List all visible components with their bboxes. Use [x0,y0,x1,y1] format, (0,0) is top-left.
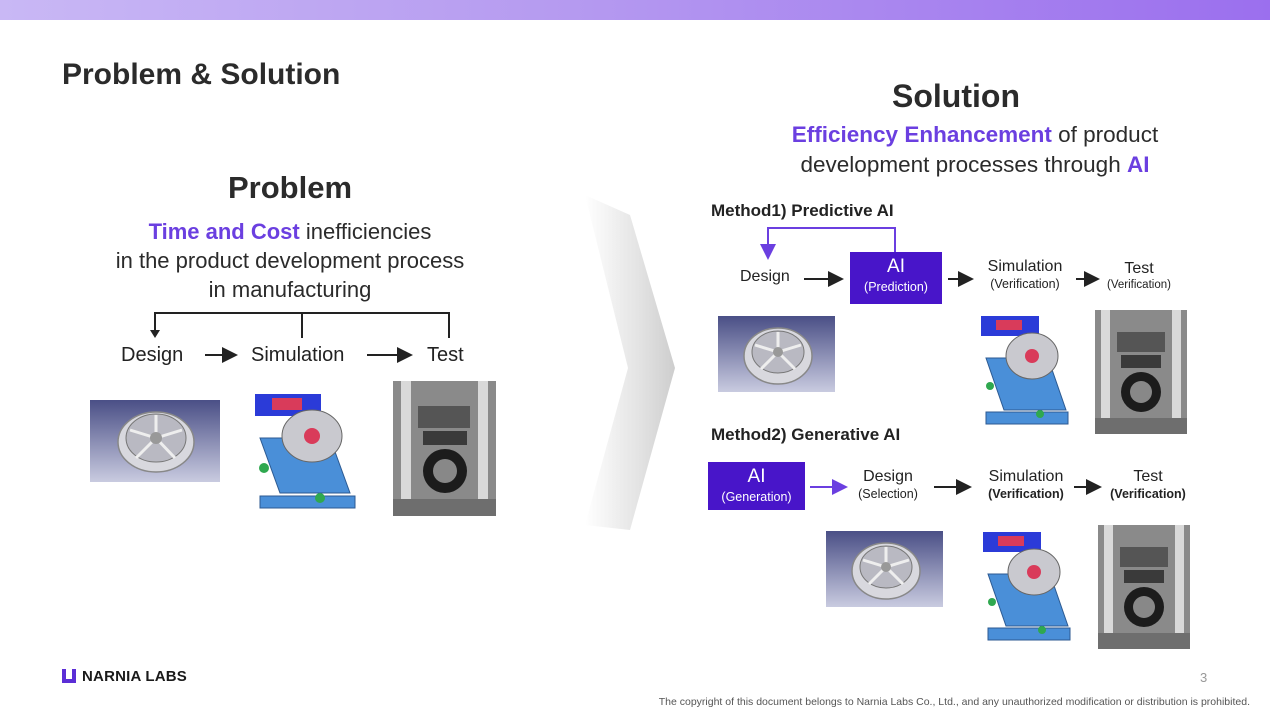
solution-line1: of product [1051,122,1159,147]
method2-simulation: Simulation (Verification) [978,468,1074,501]
method2-ai-label: AI [747,466,766,487]
method1-ai-sublabel: (Prediction) [864,280,928,294]
simulation-rig-image [255,394,356,509]
copyright-notice: The copyright of this document belongs t… [658,696,1250,708]
problem-line3: in manufacturing [208,277,372,302]
page-title: Problem & Solution [62,58,341,91]
company-logo: NARNIA LABS [62,668,187,685]
solution-ai-highlight: AI [1126,152,1150,177]
method2-design-label: Design [863,468,913,485]
problem-flow-test: Test [427,344,464,366]
problem-line2: in the product development process [115,248,465,273]
method1-title: Method1) Predictive AI [711,201,894,220]
solution-highlight: Efficiency Enhancement [791,122,1052,147]
method2-test-sublabel: (Verification) [1110,487,1186,501]
method1-ai-label: AI [887,256,905,277]
method2-test: Test (Verification) [1104,468,1192,501]
method2-test-machine-image [1098,525,1190,649]
problem-line1: inefficiencies [299,219,432,244]
feedback-loop-arrow [760,227,896,260]
method1-test: Test (Verification) [1100,260,1178,291]
method1-simulation-rig-image [981,316,1069,425]
method2-simulation-rig-image [983,532,1071,641]
method2-wheel-cad-image [826,531,943,607]
top-gradient-bar [0,0,1270,20]
method2-test-label: Test [1133,468,1163,485]
method1-sim-sublabel: (Verification) [990,277,1060,291]
method1-ai-box: AI (Prediction) [850,252,942,304]
method2-sim-sublabel: (Verification) [988,487,1064,501]
method1-test-sublabel: (Verification) [1107,279,1171,291]
method1-test-machine-image [1095,310,1187,434]
problem-description: Time and Cost inefficiencies in the prod… [60,217,520,304]
method1-test-label: Test [1124,260,1154,277]
method2-sim-label: Simulation [988,468,1064,485]
method1-design: Design [740,268,790,286]
problem-highlight: Time and Cost [148,219,300,244]
test-machine-image [393,381,496,516]
method2-ai-sublabel: (Generation) [721,490,792,504]
method2-design: Design (Selection) [848,468,928,501]
chevron-arrow [585,195,675,530]
logo-text: NARNIA LABS [82,668,187,685]
page-number: 3 [1200,670,1208,685]
method1-wheel-cad-image [718,316,835,392]
problem-flow-simulation: Simulation [251,344,345,366]
method2-design-sublabel: (Selection) [858,487,918,501]
solution-line2: development processes through [800,152,1127,177]
logo-mark-icon [62,669,76,683]
problem-title: Problem [227,170,353,205]
method1-simulation: Simulation (Verification) [980,258,1070,291]
method1-sim-label: Simulation [987,258,1063,275]
solution-title: Solution [892,78,1020,114]
method2-ai-box: AI (Generation) [708,462,805,510]
method2-title: Method2) Generative AI [711,425,901,444]
problem-flow-design: Design [121,344,184,366]
solution-description: Efficiency Enhancement of product develo… [745,120,1205,180]
method1-design-label: Design [740,268,790,285]
wheel-cad-image [90,400,220,482]
